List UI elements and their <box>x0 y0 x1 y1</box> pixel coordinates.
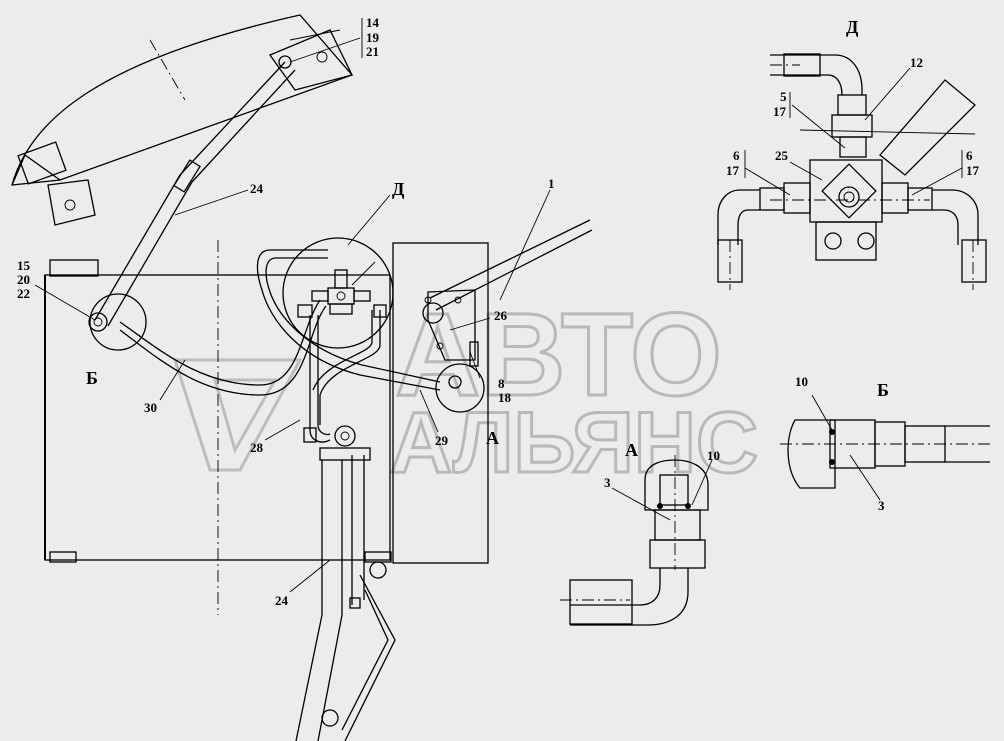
callout-12: 12 <box>910 55 923 70</box>
view-label-a-main: А <box>486 428 499 448</box>
view-label-a-detail: А <box>625 440 638 460</box>
distributor-body <box>809 159 883 223</box>
callout-6-right: 6 <box>966 148 973 163</box>
callout-25: 25 <box>775 148 789 163</box>
callout-10-a: 10 <box>707 448 720 463</box>
callout-20: 20 <box>17 272 30 287</box>
detail-circle-d <box>282 237 394 349</box>
callout-21: 21 <box>366 44 379 59</box>
view-label-b-main: Б <box>86 368 98 388</box>
detail-circle-b <box>89 293 147 351</box>
callout-28: 28 <box>250 440 264 455</box>
callout-30: 30 <box>144 400 157 415</box>
view-d-detail <box>717 53 987 290</box>
callout-3-b: 3 <box>878 498 885 513</box>
callout-17-right: 17 <box>966 163 980 178</box>
hoses <box>119 249 441 443</box>
callout-18: 18 <box>498 390 512 405</box>
detail-circle-a <box>435 363 485 413</box>
callout-15: 15 <box>17 258 31 273</box>
callout-17-left: 17 <box>726 163 740 178</box>
upper-cylinder <box>88 61 296 332</box>
view-label-d-top: Д <box>846 17 859 37</box>
view-labels: Д Д Б Б А А <box>86 17 889 460</box>
watermark-logo <box>172 358 303 472</box>
lower-cylinder <box>295 425 396 741</box>
callout-numbers: 14 19 21 24 15 20 22 30 28 24 29 1 26 8 … <box>17 15 980 608</box>
view-a-detail <box>560 455 713 626</box>
callout-10-b: 10 <box>795 374 808 389</box>
leaders-main <box>34 18 551 593</box>
callout-22: 22 <box>17 286 30 301</box>
callout-14: 14 <box>366 15 380 30</box>
callout-24-lower: 24 <box>275 593 289 608</box>
callout-26: 26 <box>494 308 508 323</box>
callout-3-a: 3 <box>604 475 611 490</box>
callout-29: 29 <box>435 433 449 448</box>
callout-19: 19 <box>366 30 380 45</box>
callout-17-top: 17 <box>773 104 787 119</box>
callout-24-upper: 24 <box>250 181 264 196</box>
watermark-line1: АВТО <box>395 289 722 421</box>
view-label-b-detail: Б <box>877 380 889 400</box>
callout-6-left: 6 <box>733 148 740 163</box>
callout-8: 8 <box>498 376 505 391</box>
callout-1: 1 <box>548 176 555 191</box>
view-label-d-main: Д <box>392 179 405 199</box>
main-distributor <box>311 261 376 315</box>
callout-5: 5 <box>780 89 787 104</box>
lid <box>11 14 354 226</box>
tank <box>392 242 489 564</box>
main-view <box>11 14 593 741</box>
view-b-detail <box>780 394 990 501</box>
